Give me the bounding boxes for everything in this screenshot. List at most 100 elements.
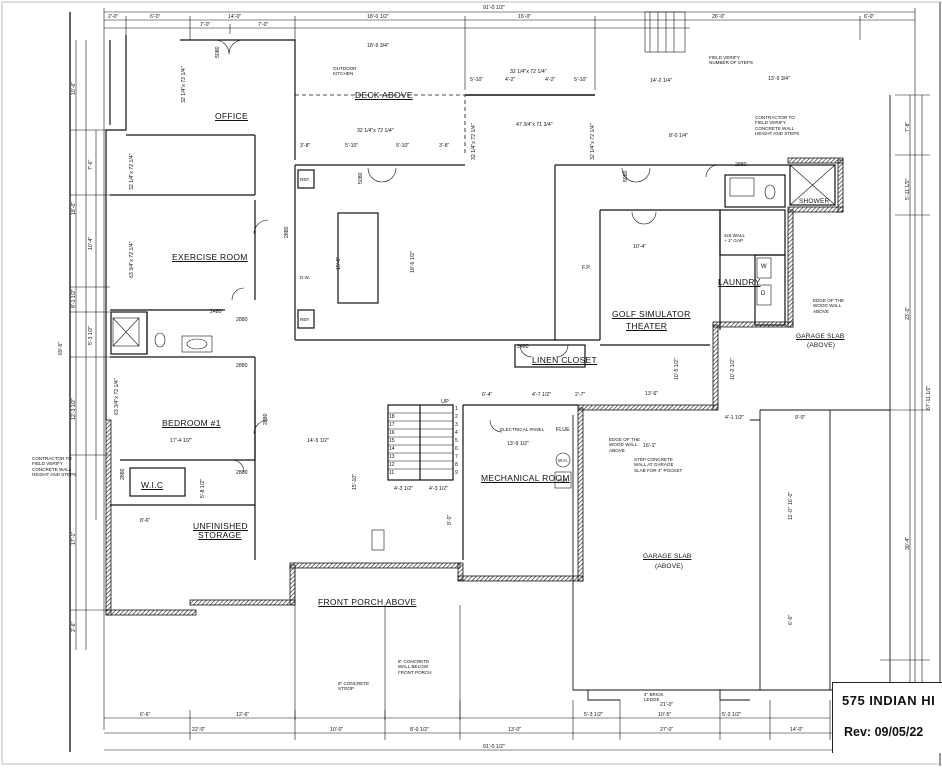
- dim-bottom: 13'-0": [508, 727, 522, 733]
- room-label-mechanical: MECHANICAL ROOM: [481, 473, 570, 483]
- note-ref-2: REF.: [300, 317, 310, 322]
- framed-walls: [105, 35, 836, 720]
- room-label-garage-main: GARAGE SLAB: [643, 553, 692, 560]
- dim-left: 18'-0": [71, 201, 77, 215]
- door-tag: 2480: [210, 309, 222, 315]
- dim-interior: 13'-6": [645, 391, 659, 397]
- dim-top: 14'-2 1/4": [650, 78, 672, 84]
- stair-up-label: UP: [441, 399, 450, 405]
- dim-top: 7'-0": [200, 22, 211, 28]
- door-tag: 2880: [120, 468, 126, 480]
- dim-interior: 19'-6 1/2": [410, 251, 416, 273]
- dim-interior: 10'-5 1/2": [674, 358, 680, 380]
- dim-left: 69'-6": [58, 341, 64, 355]
- foundation-walls: [105, 157, 844, 616]
- door-tag: 2880: [236, 363, 248, 369]
- dim-bottom: 22'-0": [192, 727, 206, 733]
- dim-interior: 8'-6": [140, 518, 151, 524]
- dim-interior: 11'-0": [788, 507, 794, 520]
- dim-top: 16'-0": [518, 14, 532, 20]
- dim-top: 5'-10": [574, 77, 588, 83]
- dim-bottom: 5'-3 1/2": [722, 712, 741, 718]
- dim-left: 10'-4": [88, 236, 94, 250]
- dim-bottom: 27'-0": [660, 727, 674, 733]
- dim-bottom: 10'-5": [658, 712, 672, 718]
- room-label-wic: W.I.C: [141, 480, 164, 490]
- room-label-garage-main-sub: (ABOVE): [655, 563, 684, 570]
- project-title: 575 INDIAN HI: [842, 693, 936, 708]
- dim-overall-top: 91'-0 1/2": [483, 5, 505, 11]
- dim-right: 67'-11 1/2": [926, 385, 932, 410]
- door-tag: 2880: [236, 470, 248, 476]
- note-fp: F.P.: [582, 265, 591, 271]
- window-tag: 32 1/4"x 72 1/4": [129, 153, 135, 190]
- dim-interior: 14'-5 1/2": [307, 438, 329, 444]
- right-dimension-lines: [880, 94, 930, 720]
- window-tag: 47 3/4"x 71 3/4": [516, 122, 553, 128]
- dim-left: 8'-1 1/2": [71, 289, 77, 308]
- dim-bottom: 5'-3 1/2": [584, 712, 603, 718]
- room-label-deck: DECK ABOVE: [355, 90, 413, 100]
- revision-date: Rev: 09/05/22: [844, 725, 924, 739]
- dim-top: 4'-2": [505, 77, 516, 83]
- door-tag: 2880: [263, 413, 269, 425]
- note-electrical-panel: ELECTRICAL PANEL: [500, 427, 545, 432]
- dim-top: 13'-9 3/4": [768, 76, 790, 82]
- room-label-office: OFFICE: [215, 111, 248, 121]
- window-tag: 32 1/4"x 72 1/4": [357, 128, 394, 134]
- window-tag: 63 3/4"x 72 1/4": [114, 378, 120, 415]
- room-label-bedroom: BEDROOM #1: [162, 418, 221, 428]
- dim-top: 5'-10": [470, 77, 484, 83]
- dim-top: 2'-0": [108, 14, 119, 20]
- dim-interior: 3'-8": [300, 143, 311, 149]
- dim-bottom: 6'-6": [140, 712, 151, 718]
- dim-interior: 21'-0": [660, 702, 674, 708]
- dim-bottom: 12'-6": [236, 712, 250, 718]
- dim-bottom: 10'-0": [330, 727, 344, 733]
- room-label-laundry: LAUNDRY: [718, 277, 761, 287]
- dim-top: 7'-0": [258, 22, 269, 28]
- room-label-storage-2: STORAGE: [198, 530, 242, 540]
- dim-interior: 15'-0": [336, 256, 342, 270]
- dim-top: 6'-0": [150, 14, 161, 20]
- door-tag: 5080: [215, 46, 221, 58]
- dim-left: 12'-3 1/2": [71, 398, 77, 420]
- room-label-garage-upper-sub: (ABOVE): [807, 342, 836, 349]
- dim-top: 18'-9 3/4": [367, 43, 389, 49]
- room-label-golf-2: THEATER: [626, 321, 668, 331]
- room-label-golf-1: GOLF SIMULATOR: [612, 309, 691, 319]
- door-tag: 5080: [623, 170, 629, 182]
- note-dryer: D: [761, 291, 766, 297]
- dim-interior: 13'-9 1/2": [507, 441, 529, 447]
- dim-interior: 6'-4": [482, 392, 493, 398]
- door-tag: 2880: [284, 226, 290, 238]
- room-label-linen: LINEN CLOSET: [532, 355, 598, 365]
- dim-left: 17'-1": [71, 531, 77, 545]
- dim-interior: 5'-10": [396, 143, 410, 149]
- title-block: 575 INDIAN HI Rev: 09/05/22: [832, 682, 942, 753]
- door-swings: [214, 39, 719, 473]
- dim-interior: 2'-7": [575, 392, 586, 398]
- fixtures: [112, 177, 776, 551]
- dim-top: 4'-2": [545, 77, 556, 83]
- dim-interior: 4'-1 1/2": [725, 415, 744, 421]
- stair-treads: [388, 412, 453, 470]
- dim-interior: 3'-8": [439, 143, 450, 149]
- note-washer: W: [761, 264, 767, 270]
- dim-top: 14'-0": [228, 14, 242, 20]
- dim-overall-bottom: 91'-0 1/2": [483, 744, 505, 750]
- dim-interior: 4'-3 1/2": [429, 486, 448, 492]
- room-label-storage-1: UNFINISHED: [193, 521, 248, 531]
- exterior-steps: [644, 11, 686, 53]
- door-tag: 2880: [735, 162, 747, 168]
